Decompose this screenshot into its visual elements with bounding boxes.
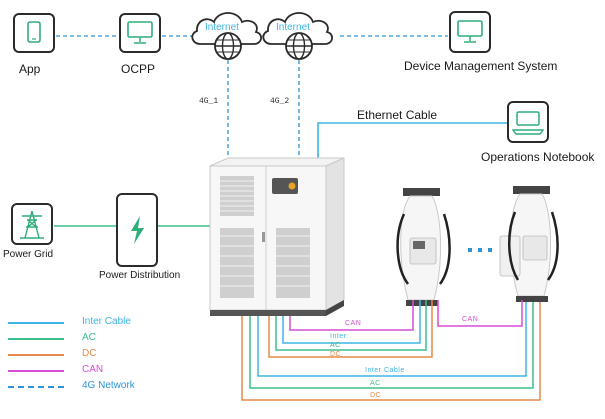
can-wire-label-1: CAN [345,320,362,327]
dms-label: Device Management System [404,59,558,73]
legend-label-dc: DC [82,348,97,359]
legend-swatch-4g-network [8,386,64,388]
internet-label-2: Internet [276,22,310,33]
more-chargers-dots [468,248,492,252]
wiring-near [268,300,433,358]
tablet-icon [13,13,55,53]
dms-monitor-icon [449,11,491,53]
app-label: App [19,62,41,76]
power-cabinet [209,157,345,316]
legend-item-inter-cable: Inter Cable [8,316,168,330]
legend-item-4g-network: 4G Network [8,380,168,394]
dc-wire-label: DC [330,351,342,358]
wiring-far [241,302,541,401]
notebook-label: Operations Notebook [481,150,595,164]
dc-wire-label-2: DC [370,392,382,399]
inter-wire-label: Inter [330,333,347,340]
internet-label-1: Internet [205,22,239,33]
ac-wire-label-2: AC [370,380,381,387]
lightning-bolt-icon [116,193,158,267]
transmission-tower-icon [11,203,53,245]
charger-1 [396,188,451,306]
link-4g1-label: 4G_1 [199,97,219,106]
legend-label-can: CAN [82,364,104,375]
can-line-between-chargers [437,300,523,327]
legend-item-ac: AC [8,332,168,346]
network-4g-lines [56,35,448,160]
legend-swatch-dc [8,354,64,356]
legend-item-can: CAN [8,364,168,378]
link-4g2-label: 4G_2 [270,97,290,106]
ethernet-label: Ethernet Cable [357,108,438,122]
power-grid-label: Power Grid [3,249,54,260]
cloud-globe-icon-2 [262,12,333,60]
legend-item-dc: DC [8,348,168,362]
legend-label-ac: AC [82,332,96,343]
legend-swatch-can [8,370,64,372]
laptop-icon [507,101,549,143]
charger-2 [499,186,559,302]
ethernet-cable-line [317,122,510,160]
can-wire-label-2: CAN [462,316,479,323]
legend-swatch-inter-cable [8,322,64,324]
cloud-globe-icon-1 [191,12,262,60]
legend-swatch-ac [8,338,64,340]
legend-label-4g-network: 4G Network [82,380,135,391]
inter-cable-wire-label: Inter Cable [365,367,405,374]
legend-label-inter-cable: Inter Cable [82,316,131,327]
cabinet-display [272,178,298,194]
power-distribution-label: Power Distribution [99,270,181,281]
ocpp-label: OCPP [121,62,156,76]
ac-wire-label: AC [330,342,341,349]
ocpp-monitor-icon [119,13,161,53]
